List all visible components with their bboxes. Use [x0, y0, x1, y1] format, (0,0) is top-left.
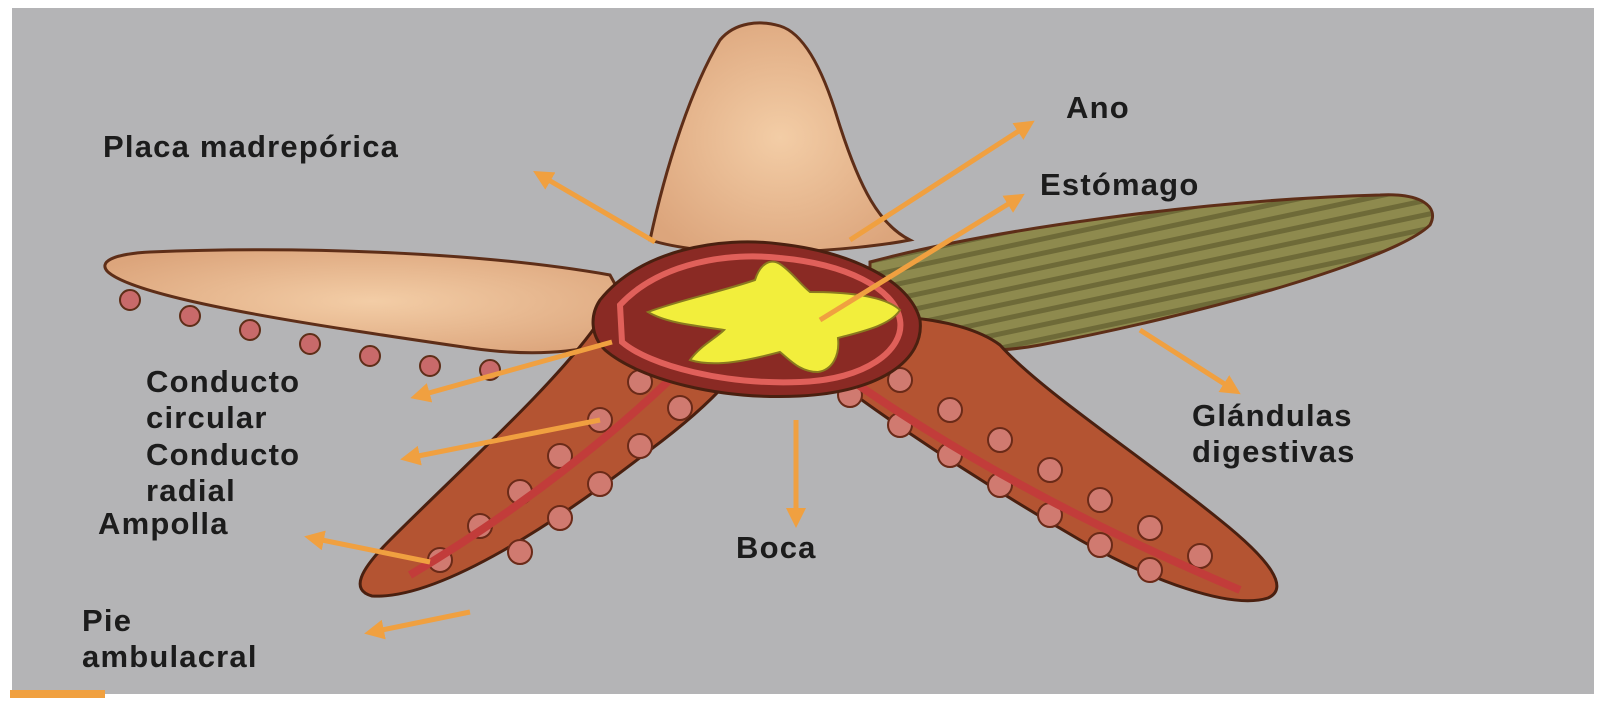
bottom-orange-fragment: [10, 690, 105, 698]
label-ampolla: Ampolla: [98, 506, 229, 542]
label-placa-madreporica: Placa madrepórica: [103, 129, 399, 165]
label-ano: Ano: [1066, 90, 1130, 126]
label-conducto-radial: Conducto radial: [146, 437, 300, 509]
label-conducto-circular: Conducto circular: [146, 364, 300, 436]
label-estomago: Estómago: [1040, 167, 1199, 203]
label-boca: Boca: [736, 530, 817, 566]
label-pie-ambulacral: Pie ambulacral: [82, 603, 258, 675]
label-glandulas-digestivas: Glándulas digestivas: [1192, 398, 1356, 470]
bottom-white-band: [0, 694, 1606, 710]
